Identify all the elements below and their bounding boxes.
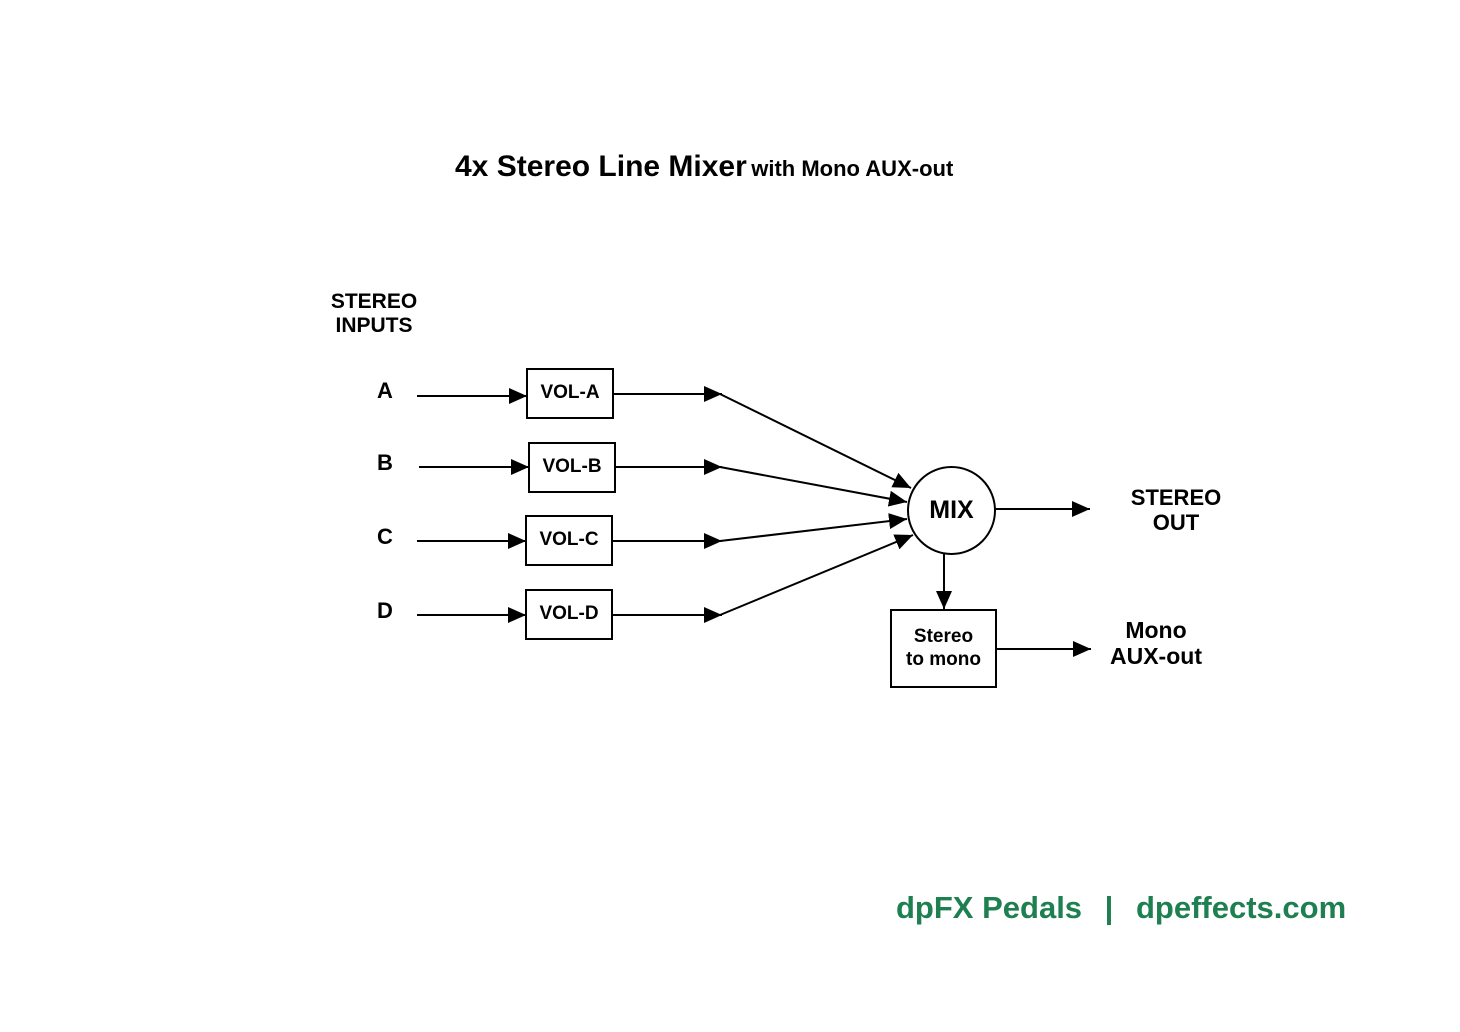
input-c-label: C: [377, 524, 393, 549]
stereo-out-label: STEREO OUT: [1120, 485, 1232, 536]
mono-aux-out-label: Mono AUX-out: [1100, 617, 1212, 670]
title-main: 4x Stereo Line Mixer: [455, 150, 747, 183]
stereo-out-line2: OUT: [1152, 510, 1200, 536]
input-b-label: B: [377, 450, 393, 475]
title-sub: with Mono AUX-out: [751, 156, 954, 181]
footer-branding: dpFX Pedals | dpeffects.com: [896, 890, 1346, 926]
mono-aux-out-line1: Mono: [1125, 617, 1187, 643]
footer-separator: |: [1104, 890, 1114, 925]
input-d-label: D: [377, 598, 393, 623]
stereo-to-mono-line2: to mono: [906, 648, 981, 670]
vol-c-box: VOL-C: [525, 515, 613, 566]
stereo-out-line1: STEREO: [1130, 485, 1222, 510]
vol-b-box: VOL-B: [528, 442, 616, 493]
a-to-mix-wire: [719, 393, 912, 489]
stereo-to-mono-line1: Stereo: [913, 625, 974, 647]
b-to-mix-wire: [719, 466, 908, 507]
input-a-label: A: [377, 378, 393, 403]
stereo-inputs-label: STEREO INPUTS: [322, 290, 426, 338]
footer-site-link[interactable]: dpeffects.com: [1135, 890, 1347, 925]
stereo-inputs-line2: INPUTS: [335, 314, 413, 338]
c-to-mix-wire: [719, 513, 908, 542]
vol-a-box: VOL-A: [526, 368, 614, 419]
mono-aux-out-line2: AUX-out: [1110, 643, 1202, 670]
footer-brand: dpFX Pedals: [896, 890, 1083, 925]
d-to-mix-wire: [719, 534, 914, 616]
mix-node: MIX: [907, 466, 996, 555]
stereo-inputs-line1: STEREO: [330, 290, 418, 313]
stereo-to-mono-box: Stereo to mono: [890, 609, 997, 688]
diagram-title: 4x Stereo Line Mixer with Mono AUX-out: [455, 150, 953, 184]
vol-d-box: VOL-D: [525, 589, 613, 640]
